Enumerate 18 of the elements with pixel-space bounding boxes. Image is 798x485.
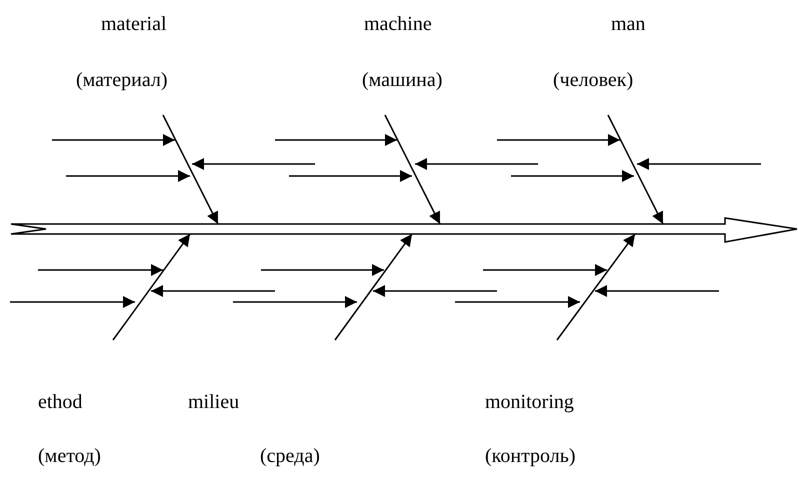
category-translation: (машина): [362, 68, 442, 92]
category-translation: (метод): [38, 444, 101, 468]
category-translation: (среда): [260, 444, 320, 468]
category-translation: (материал): [76, 68, 168, 92]
bone-arrow: [162, 114, 219, 224]
category-translation: (человек): [553, 68, 634, 92]
category-label: ethod: [38, 390, 82, 414]
bone-arrow: [112, 234, 191, 340]
category-translation: (контроль): [485, 444, 576, 468]
bone-arrow: [607, 114, 664, 224]
category-label: man: [611, 12, 646, 36]
bone-arrow: [384, 114, 441, 224]
bone-arrow: [556, 234, 636, 340]
bone-arrow: [334, 234, 413, 340]
category-label: material: [101, 12, 167, 36]
category-label: milieu: [188, 390, 240, 414]
category-label: monitoring: [485, 390, 574, 414]
category-label: machine: [364, 12, 432, 36]
